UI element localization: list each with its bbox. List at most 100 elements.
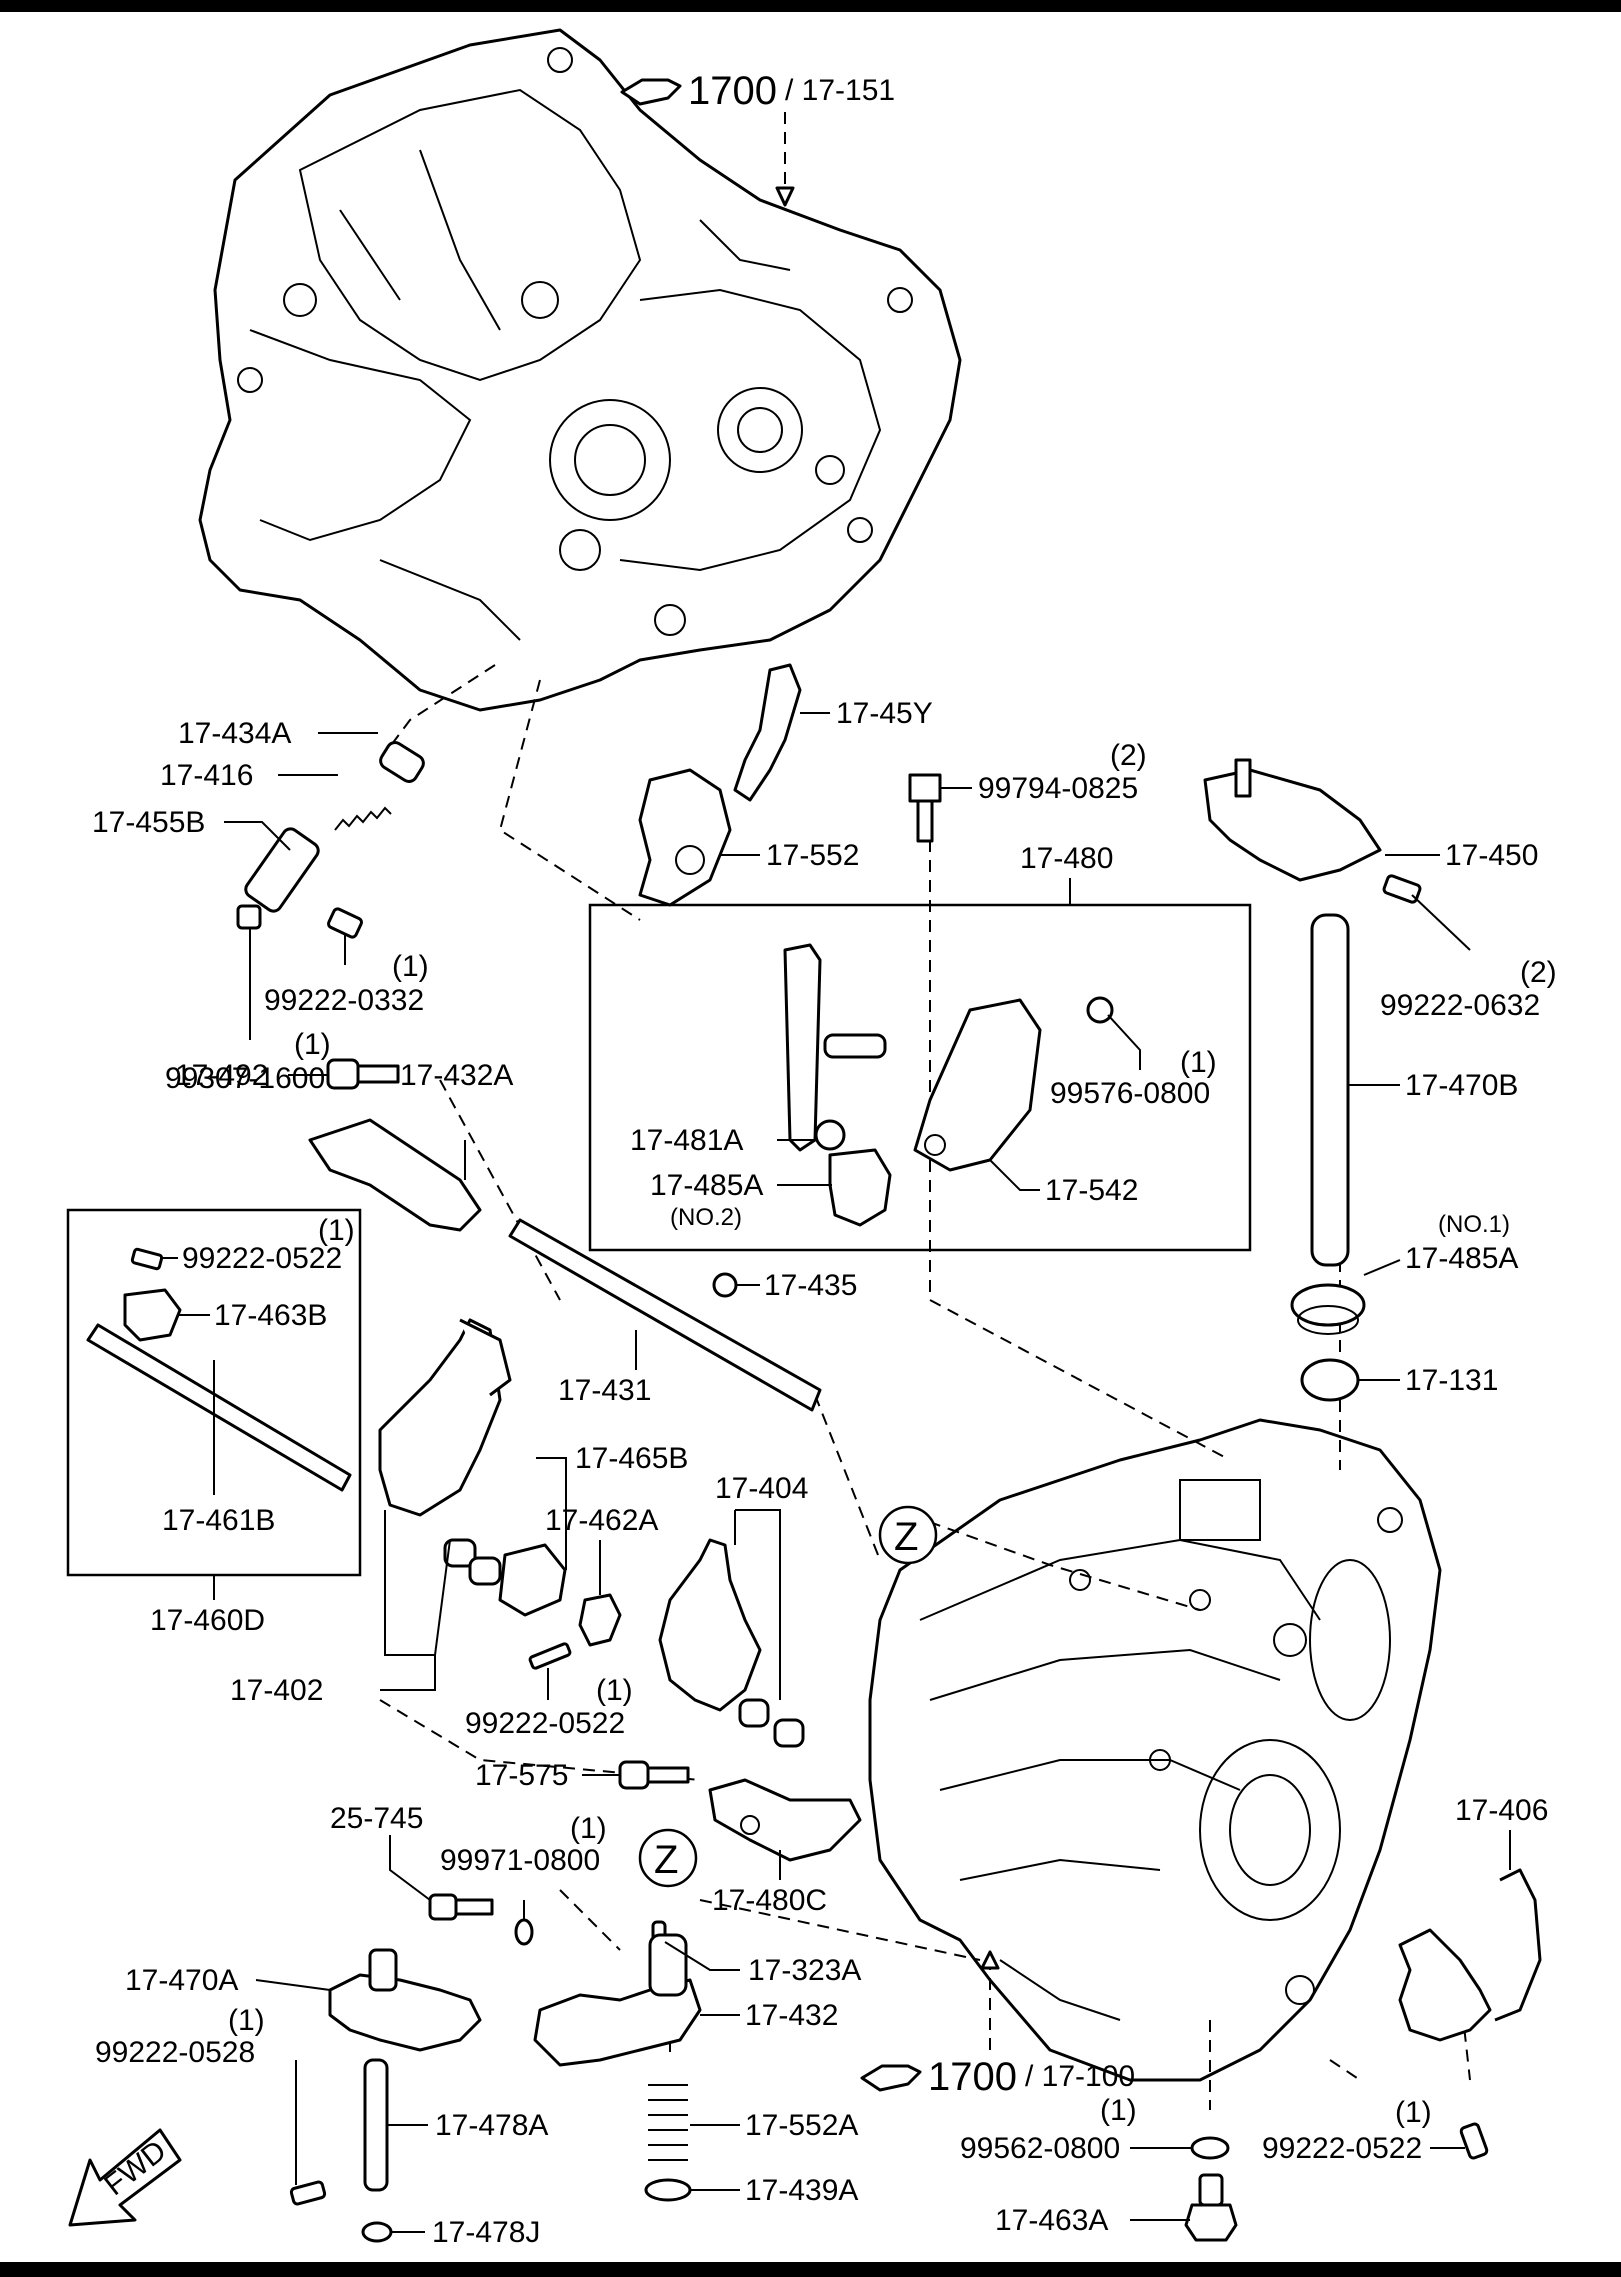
part-17-402-fork-upper xyxy=(459,1318,512,1397)
label-17-481A[interactable]: 17-481A xyxy=(630,1124,743,1157)
label-17-131[interactable]: 17-131 xyxy=(1405,1364,1498,1397)
label-99222-0522-c[interactable]: 99222-0522 xyxy=(1262,2132,1422,2165)
part-99222-0632[interactable] xyxy=(1382,874,1422,904)
label-99222-0528[interactable]: 99222-0528 xyxy=(95,2036,255,2069)
part-99222-0528[interactable] xyxy=(289,2180,327,2206)
part-17-416-spring[interactable] xyxy=(334,806,392,831)
label-17-492[interactable]: 17-492 xyxy=(175,1059,268,1092)
part-17-432A[interactable] xyxy=(308,1118,482,1232)
part-99307-1600[interactable] xyxy=(236,904,262,930)
part-17-434A[interactable] xyxy=(378,740,427,785)
label-17-402[interactable]: 17-402 xyxy=(230,1674,323,1707)
label-17-478J[interactable]: 17-478J xyxy=(432,2216,540,2249)
part-99971-0800[interactable] xyxy=(514,1918,534,1946)
label-99222-0522-b[interactable]: 99222-0522 xyxy=(465,1707,625,1740)
part-17-478J[interactable] xyxy=(361,2221,393,2243)
part-17-450[interactable] xyxy=(1203,768,1382,882)
part-99794-0825[interactable] xyxy=(908,773,942,803)
label-17-431[interactable]: 17-431 xyxy=(558,1374,651,1407)
part-17-542[interactable] xyxy=(913,998,1042,1172)
label-17-406[interactable]: 17-406 xyxy=(1455,1794,1548,1827)
label-17-470B[interactable]: 17-470B xyxy=(1405,1069,1518,1102)
label-17-450[interactable]: 17-450 xyxy=(1445,839,1538,872)
label-17-432[interactable]: 17-432 xyxy=(745,1999,838,2032)
part-99576-0800[interactable] xyxy=(1086,996,1114,1024)
label-99794-0825[interactable]: 99794-0825 xyxy=(978,772,1138,805)
part-17-432[interactable] xyxy=(533,1978,702,2067)
label-17-462A[interactable]: 17-462A xyxy=(545,1504,658,1537)
part-99222-0522-c[interactable] xyxy=(1459,2122,1489,2160)
label-17-463B[interactable]: 17-463B xyxy=(214,1299,327,1332)
transmission-case[interactable] xyxy=(868,1418,1442,2082)
label-99222-0522-a[interactable]: 99222-0522 xyxy=(182,1242,342,1275)
label-17-465B[interactable]: 17-465B xyxy=(575,1442,688,1475)
part-17-480C[interactable] xyxy=(708,1778,862,1862)
label-17-552[interactable]: 17-552 xyxy=(766,839,859,872)
ref-callout-top[interactable]: 1700 / 17-151 xyxy=(620,69,895,113)
part-17-463B[interactable] xyxy=(123,1288,182,1342)
label-17-432A[interactable]: 17-432A xyxy=(400,1059,513,1092)
part-17-470A[interactable] xyxy=(328,1973,482,2052)
label-99576-0800-qty: (1) xyxy=(1180,1046,1217,1079)
part-17-552[interactable] xyxy=(638,768,732,907)
label-17-485A-no1[interactable]: 17-485A xyxy=(1405,1242,1518,1275)
label-99307-1600-qty: (1) xyxy=(294,1028,331,1061)
label-17-439A[interactable]: 17-439A xyxy=(745,2174,858,2207)
part-17-462A[interactable] xyxy=(578,1593,622,1647)
label-17-461B[interactable]: 17-461B xyxy=(162,1504,275,1537)
part-99222-0522-b[interactable] xyxy=(528,1642,572,1670)
label-17-542[interactable]: 17-542 xyxy=(1045,1174,1138,1207)
part-17-402-fork[interactable] xyxy=(378,1318,502,1517)
part-17-131[interactable] xyxy=(1300,1358,1360,1402)
label-17-552A[interactable]: 17-552A xyxy=(745,2109,858,2142)
label-99222-0332[interactable]: 99222-0332 xyxy=(264,984,424,1017)
part-17-461B[interactable] xyxy=(86,1323,352,1492)
part-17-485A-no2[interactable] xyxy=(828,1148,892,1227)
part-17-431[interactable] xyxy=(508,1218,822,1412)
part-17-465B[interactable] xyxy=(498,1543,567,1617)
part-99562-0800[interactable] xyxy=(1190,2136,1230,2160)
ref-callout-bottom[interactable]: 1700 / 17-100 xyxy=(860,2055,1135,2099)
part-99794-0825-shank xyxy=(916,799,934,843)
part-17-552A-spring[interactable] xyxy=(648,2084,688,2161)
part-17-480-lever[interactable] xyxy=(783,943,822,1152)
part-17-404-fork[interactable] xyxy=(658,1538,762,1712)
part-99222-0522-a[interactable] xyxy=(130,1247,164,1271)
label-99307-1600[interactable]: 99307-1600 xyxy=(165,1062,325,1095)
label-17-463A[interactable]: 17-463A xyxy=(995,2204,1108,2237)
part-99222-0332[interactable] xyxy=(326,907,364,939)
label-25-745[interactable]: 25-745 xyxy=(330,1802,423,1835)
part-17-45Y[interactable] xyxy=(733,663,802,802)
label-99562-0800[interactable]: 99562-0800 xyxy=(960,2132,1120,2165)
clutch-housing-case[interactable] xyxy=(198,28,962,712)
label-17-435[interactable]: 17-435 xyxy=(764,1269,857,1302)
part-17-470B[interactable] xyxy=(1310,913,1350,1267)
label-99794-0825-qty: (2) xyxy=(1110,739,1147,772)
label-17-485A-no2[interactable]: 17-485A xyxy=(650,1169,763,1202)
label-17-323A[interactable]: 17-323A xyxy=(748,1954,861,1987)
part-17-439A[interactable] xyxy=(644,2178,692,2202)
label-17-434A[interactable]: 17-434A xyxy=(178,717,291,750)
part-17-455B[interactable] xyxy=(243,826,322,914)
label-17-575[interactable]: 17-575 xyxy=(475,1759,568,1792)
label-17-470A[interactable]: 17-470A xyxy=(125,1964,238,1997)
part-17-478A[interactable] xyxy=(363,2058,389,2192)
part-17-406-fork[interactable] xyxy=(1398,1928,1492,2042)
label-17-45Y[interactable]: 17-45Y xyxy=(836,697,933,730)
part-17-492[interactable] xyxy=(326,1058,360,1090)
label-17-478A[interactable]: 17-478A xyxy=(435,2109,548,2142)
label-17-416[interactable]: 17-416 xyxy=(160,759,253,792)
part-25-745[interactable] xyxy=(428,1893,458,1921)
part-17-463A-stem xyxy=(1198,2173,1224,2207)
part-17-435[interactable] xyxy=(712,1272,738,1298)
part-17-463A[interactable] xyxy=(1184,2203,1238,2242)
label-17-480C[interactable]: 17-480C xyxy=(712,1884,827,1917)
label-99222-0632[interactable]: 99222-0632 xyxy=(1380,989,1540,1022)
label-99576-0800[interactable]: 99576-0800 xyxy=(1050,1077,1210,1110)
part-17-575[interactable] xyxy=(618,1760,650,1790)
label-17-404[interactable]: 17-404 xyxy=(715,1472,808,1505)
label-17-455B[interactable]: 17-455B xyxy=(92,806,205,839)
label-99971-0800[interactable]: 99971-0800 xyxy=(440,1844,600,1877)
part-17-481A[interactable] xyxy=(814,1119,846,1151)
